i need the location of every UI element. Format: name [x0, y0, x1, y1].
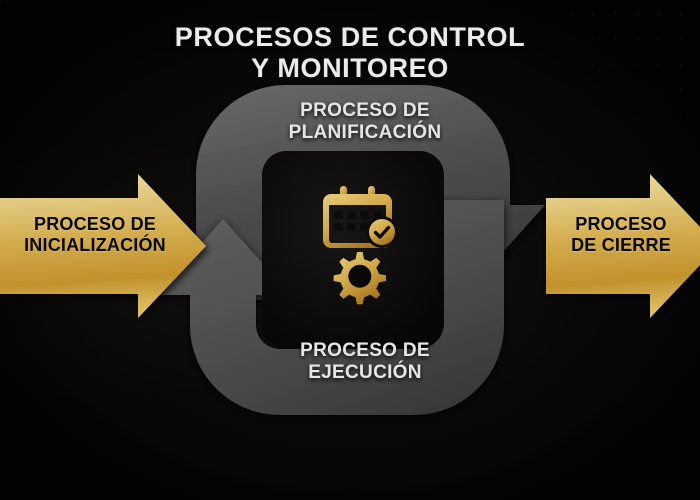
gear-icon: [333, 252, 387, 305]
label-planificacion-line-2: PLANIFICACIÓN: [288, 121, 442, 143]
label-cierre-line-2: DE CIERRE: [571, 234, 671, 255]
label-ejecucion-line-2: EJECUCIÓN: [308, 361, 422, 383]
page-title-line-1: PROCESOS DE CONTROL: [174, 22, 526, 52]
inner-panel: [262, 151, 444, 349]
label-inicializacion-line-2: INICIALIZACIÓN: [24, 234, 166, 255]
page-title-line-2: Y MONITOREO: [251, 53, 449, 84]
label-planificacion-line-1: PROCESO DE: [300, 100, 430, 121]
label-proceso-cierre: PROCESO DE CIERRE: [548, 214, 694, 255]
label-inicializacion-line-1: PROCESO DE: [33, 214, 157, 234]
arrow-proceso-cierre: [546, 174, 700, 318]
cycle-arrow-ejecucion: [155, 200, 504, 415]
page-title: PROCESOS DE CONTROL Y MONITOREO: [0, 22, 700, 85]
label-proceso-ejecucion: PROCESO DE EJECUCIÓN: [240, 340, 490, 384]
label-cierre-line-1: PROCESO: [575, 214, 667, 234]
calendar-check-icon: [323, 186, 398, 248]
label-ejecucion-line-1: PROCESO DE: [300, 340, 430, 361]
arrow-proceso-inicializacion: [0, 174, 206, 318]
label-proceso-inicializacion: PROCESO DE INICIALIZACIÓN: [4, 214, 186, 255]
label-proceso-planificacion: PROCESO DE PLANIFICACIÓN: [240, 100, 490, 144]
